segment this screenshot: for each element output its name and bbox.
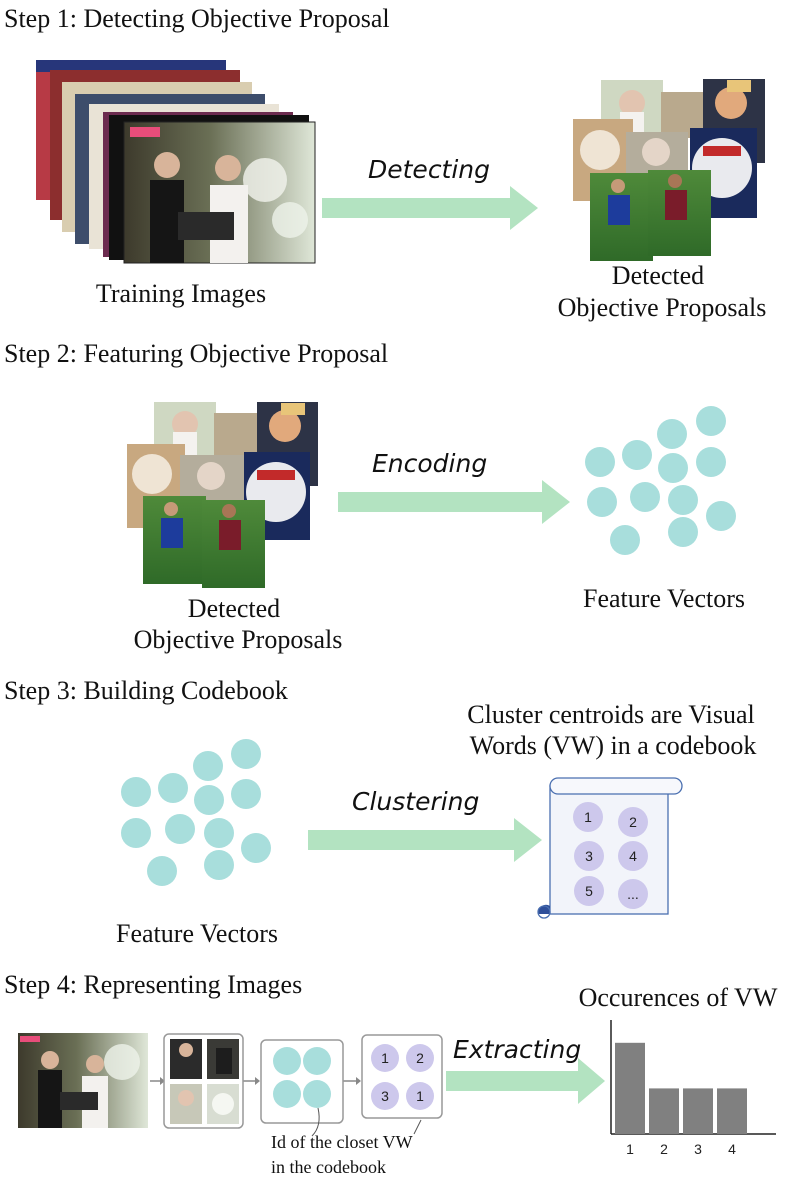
detecting-arrow [322,186,538,230]
feature-vector-dot [658,453,688,483]
visual-word-id: ... [627,886,639,902]
feature-vector-dot [303,1080,331,1108]
visual-word-id: 5 [585,883,593,899]
feature-vector-dot [696,447,726,477]
feature-vector-dot [204,850,234,880]
step4-heading: Step 4: Representing Images [4,970,302,999]
closest-ids: 1 2 3 1 [371,1044,434,1110]
training-images-caption: Training Images [96,279,266,308]
step4-flow-arrows [150,1077,361,1085]
histogram-bar [649,1088,679,1134]
codebook-scroll [537,777,683,919]
visual-word-circle [574,841,604,871]
codebook-caption-line2: Words (VW) in a codebook [470,731,757,760]
feature-vector-dot [668,485,698,515]
feature-vector-dot [630,482,660,512]
feature-vector-dot [231,779,261,809]
histogram-bar [683,1088,713,1134]
visual-word-id: 2 [629,814,637,830]
detecting-label: Detecting [368,155,490,184]
extracting-arrow [446,1058,605,1104]
visual-word-id: 3 [585,848,593,864]
feature-vector-dot [587,487,617,517]
visual-word-circle [618,879,648,909]
closest-vw-circle [371,1044,399,1072]
detected-proposals-collage-2 [127,402,318,588]
closest-vw-circle [406,1082,434,1110]
closest-vw-id: 1 [381,1050,389,1066]
feature-vector-dot [121,818,151,848]
closest-vw-id: 1 [416,1088,424,1104]
feature-vector-dot [231,739,261,769]
training-images-stack [36,60,316,264]
visual-word-circle [573,802,603,832]
feature-vectors-caption-3: Feature Vectors [116,919,278,948]
feature-box [260,1039,344,1124]
feature-vector-dot [147,856,177,886]
clustering-label: Clustering [352,787,479,816]
histogram-tick-label: 1 [626,1141,634,1157]
histogram-tick-label: 3 [694,1141,702,1157]
histogram-tick-label: 4 [728,1141,736,1157]
closest-vw-id: 2 [416,1050,424,1066]
feature-vector-dot [204,818,234,848]
feature-vector-dot [158,773,188,803]
extracting-label: Extracting [453,1035,581,1064]
histogram-title: Occurences of VW [579,983,778,1012]
encoding-arrow [338,480,570,524]
detected-caption-2-line2: Objective Proposals [134,625,343,654]
closest-caption-line1: Id of the closet VW [271,1132,413,1152]
detected-caption-1-line1: Detected [612,261,704,290]
visual-word-circle [618,807,648,837]
cropped-proposals-box [163,1033,244,1129]
feature-vector-dot [585,447,615,477]
feature-vector-dot [165,814,195,844]
histogram-bar [717,1088,747,1134]
visual-word-id: 1 [584,809,592,825]
histogram-tick-label: 2 [660,1141,668,1157]
codebook-caption-line1: Cluster centroids are Visual [467,700,755,729]
feature-vector-dot [273,1047,301,1075]
clustering-arrow [308,818,542,862]
detected-caption-1-line2: Objective Proposals [558,293,767,322]
feature-vector-dot [273,1080,301,1108]
feature-vector-dot [241,833,271,863]
feature-vector-dot [121,777,151,807]
feature-vector-dot [622,440,652,470]
feature-vectors-caption-2: Feature Vectors [583,584,745,613]
encoding-label: Encoding [372,449,487,478]
codebook-words: 1 2 3 4 5... [573,802,648,909]
id-pointer-line [413,1119,422,1135]
closest-vw-id: 3 [381,1088,389,1104]
feature-box-circles [273,1047,331,1108]
closest-vw-circle [406,1044,434,1072]
input-image [18,1033,148,1128]
histogram-bar [615,1042,645,1134]
feature-vector-dot [303,1047,331,1075]
visual-word-circle [618,841,648,871]
visual-word-id: 4 [629,848,637,864]
feature-vector-dot [668,517,698,547]
feature-vector-dot [193,751,223,781]
feature-vector-dot [194,785,224,815]
histogram-bars: 1 2 3 4 [615,1042,747,1157]
step3-heading: Step 3: Building Codebook [4,676,288,705]
closest-caption-line2: in the codebook [271,1157,386,1177]
detected-proposals-collage-1 [573,79,765,261]
step1-heading: Step 1: Detecting Objective Proposal [4,4,390,33]
detected-caption-2-line1: Detected [188,594,280,623]
feature-vector-dot [657,419,687,449]
feature-vector-dot [610,525,640,555]
closest-vw-circle [371,1082,399,1110]
feature-vectors-step3 [121,739,271,886]
feature-vectors-step2 [585,406,736,555]
step2-heading: Step 2: Featuring Objective Proposal [4,339,388,368]
feature-vector-dot [706,501,736,531]
feature-vector-dot [696,406,726,436]
feature-pointer-line [311,1107,320,1137]
visual-word-circle [574,876,604,906]
